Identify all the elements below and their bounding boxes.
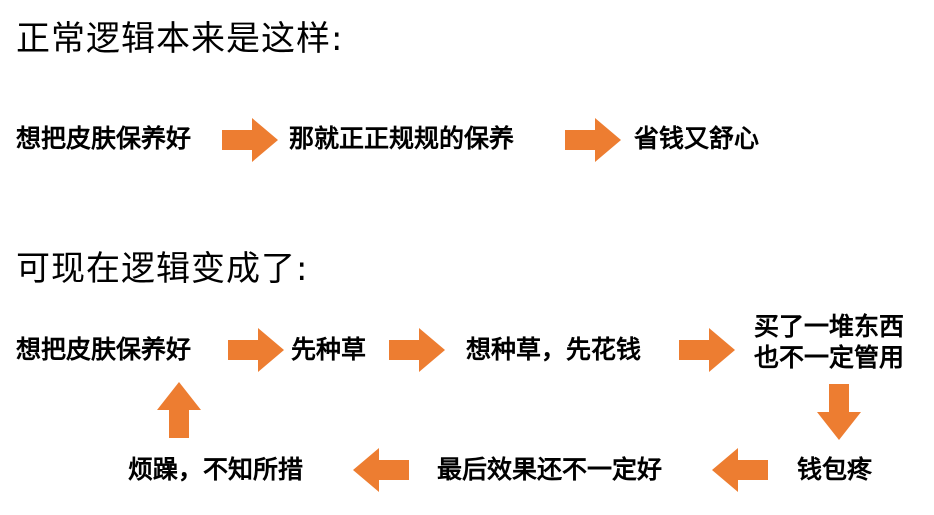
step-current-6: 最后效果还不一定好 (437, 455, 663, 484)
arrow-up-icon (157, 382, 201, 438)
arrow-right-icon (222, 118, 278, 162)
arrow-right-icon (228, 328, 284, 372)
step-current-5: 钱包疼 (797, 455, 873, 484)
step-normal-3: 省钱又舒心 (634, 124, 760, 153)
step-current-4-line2: 也不一定管用 (754, 342, 905, 372)
step-current-4: 买了一堆东西 也不一定管用 (754, 312, 904, 373)
step-normal-1: 想把皮肤保养好 (16, 124, 192, 153)
heading-normal-logic: 正常逻辑本来是这样: (16, 19, 344, 59)
step-current-4-line1: 买了一堆东西 (754, 312, 905, 341)
step-current-1: 想把皮肤保养好 (16, 335, 192, 364)
arrow-left-icon (712, 448, 768, 492)
heading-current-logic: 可现在逻辑变成了: (16, 249, 309, 289)
arrow-right-icon (389, 328, 445, 372)
step-current-3: 想种草，先花钱 (466, 335, 642, 364)
arrow-left-icon (353, 448, 409, 492)
step-current-7: 烦躁，不知所措 (128, 455, 304, 484)
arrow-down-icon (817, 384, 861, 440)
step-current-2: 先种草 (291, 335, 367, 364)
step-normal-2: 那就正正规规的保养 (289, 124, 515, 153)
arrow-right-icon (565, 118, 621, 162)
arrow-right-icon (679, 328, 735, 372)
